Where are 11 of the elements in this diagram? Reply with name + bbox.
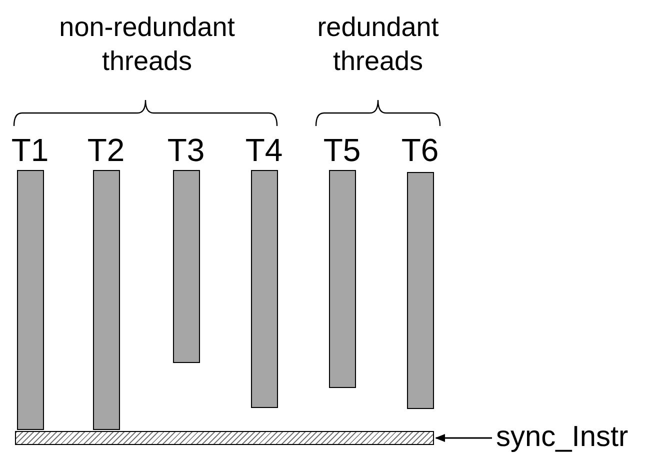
- hatched-bar: [15, 431, 434, 445]
- arrow: [435, 434, 492, 442]
- thread-label: T6: [401, 132, 439, 168]
- group-label: redundant threads: [316, 11, 440, 78]
- thread-label: T1: [11, 132, 49, 168]
- thread-label: T4: [245, 132, 283, 168]
- thread-label: T3: [167, 132, 205, 168]
- thread-label: T5: [323, 132, 361, 168]
- instruction-label: sync_Instr: [496, 420, 628, 454]
- thread-label: T2: [87, 132, 125, 168]
- group-label: non-redundant threads: [58, 11, 236, 78]
